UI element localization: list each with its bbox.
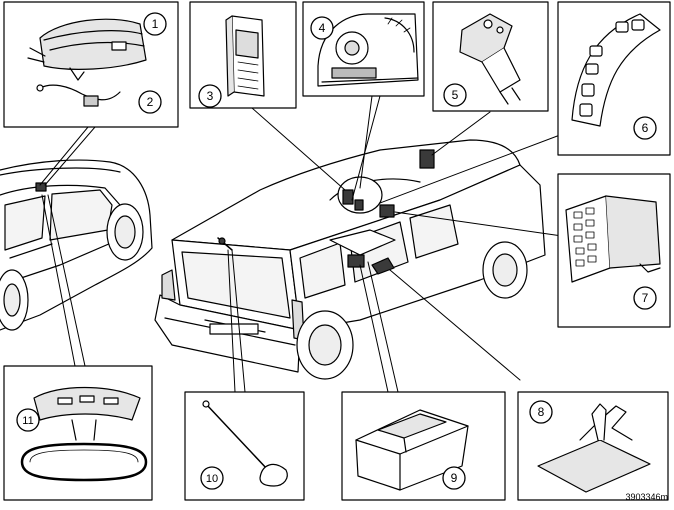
- sunroof-switch-marker: [35, 182, 47, 192]
- callout-7: 7: [633, 286, 657, 310]
- callout-2: 2: [138, 90, 162, 114]
- callout-3: 3: [198, 84, 222, 108]
- callout-number: 9: [451, 471, 458, 485]
- dim-marker: [354, 199, 364, 211]
- callout-number: 5: [452, 88, 459, 102]
- callout-number: 6: [642, 121, 649, 135]
- console-marker: [347, 254, 365, 268]
- detail-panel-4: [302, 1, 425, 97]
- callout-circle: [310, 16, 334, 40]
- callout-number: 1: [152, 17, 159, 31]
- leader-lines: [39, 95, 563, 393]
- callout-number: 10: [206, 473, 218, 485]
- callout-circle: [442, 466, 466, 490]
- callout-circle: [443, 83, 467, 107]
- central-car-outline: [154, 139, 546, 380]
- callout-circle: [200, 466, 224, 490]
- callout-circle: [16, 408, 40, 432]
- detail-panel-3: [189, 1, 297, 109]
- callout-8: 8: [529, 400, 553, 424]
- callout-circle: [633, 286, 657, 310]
- callout-11: 11: [16, 408, 40, 432]
- callout-number: 4: [319, 21, 326, 35]
- detail-panel-5: [432, 1, 549, 112]
- callout-circle: [143, 12, 167, 36]
- stalk-marker: [419, 149, 435, 169]
- callout-1: 1: [143, 12, 167, 36]
- callout-number: 2: [147, 95, 154, 109]
- detail-panel-11: [3, 365, 153, 501]
- callout-number: 11: [22, 415, 33, 427]
- callout-circle: [529, 400, 553, 424]
- callout-10: 10: [200, 466, 224, 490]
- cem-marker: [342, 189, 354, 205]
- callout-9: 9: [442, 466, 466, 490]
- image-reference-code: 3903346m: [625, 492, 668, 502]
- bracket-marker: [371, 257, 395, 275]
- callout-5: 5: [443, 83, 467, 107]
- callout-circle: [198, 84, 222, 108]
- callout-4: 4: [310, 16, 334, 40]
- callout-group: 1 2 3 4 5 6 7 8 9 10 11: [16, 12, 657, 490]
- callout-number: 8: [538, 405, 545, 419]
- callout-circle: [633, 116, 657, 140]
- callout-circle: [138, 90, 162, 114]
- callout-number: 3: [207, 89, 214, 103]
- panel-marker: [379, 204, 395, 218]
- detail-panel-9: [341, 391, 506, 501]
- callout-number: 7: [642, 291, 649, 305]
- left-car-outline: [0, 159, 153, 331]
- callout-6: 6: [633, 116, 657, 140]
